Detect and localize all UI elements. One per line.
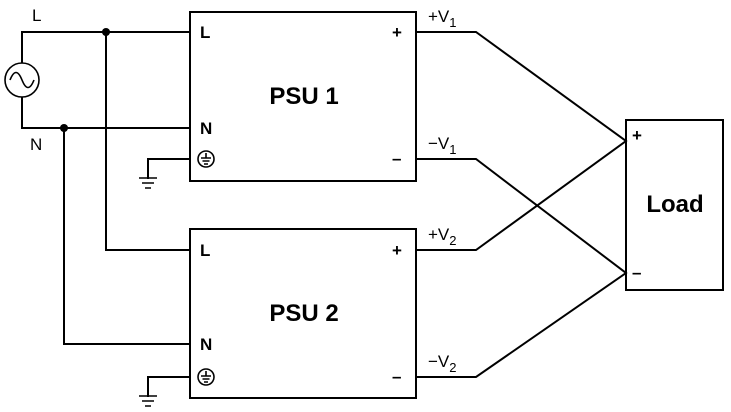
psu2-pin-n: N [200, 335, 212, 354]
line-junction-dot [102, 28, 110, 36]
psu1-pin-n: N [200, 119, 212, 138]
ac-source-circle [4, 62, 40, 98]
psu2-earth [139, 376, 191, 407]
psu2-pin-plus: + [392, 241, 402, 260]
neutral-label: N [30, 135, 42, 154]
psu1-pin-plus: + [392, 23, 402, 42]
psu2-ground-icon [139, 395, 157, 407]
psu2-plus-output-wire [415, 139, 628, 251]
load-title: Load [646, 191, 703, 218]
psu2-title: PSU 2 [269, 300, 338, 327]
psu1-protective-earth-icon [197, 150, 215, 168]
psu2-box [189, 228, 417, 399]
psu1-pin-minus: – [392, 149, 401, 168]
psu2-pin-l: L [200, 241, 210, 260]
psu1-plus-voltage-label: +V1 [428, 7, 457, 30]
psu2-minus-voltage-label: −V2 [428, 352, 457, 375]
psu2-minus-output-wire [415, 271, 628, 378]
psu1-earth-wire [147, 158, 191, 179]
psu2-earth-wire [147, 376, 191, 397]
psu1-pin-l: L [200, 23, 210, 42]
load-block: + – Load [625, 119, 724, 291]
load-pin-minus: – [632, 263, 641, 282]
load-pin-plus: + [632, 126, 642, 145]
psu1-minus-voltage-label: −V1 [428, 134, 457, 157]
psu1-plus-output-wire [415, 31, 628, 143]
ac-source [4, 31, 191, 129]
psu2-plus-voltage-label: +V2 [428, 225, 457, 248]
psu1-minus-output-wire [415, 158, 628, 275]
psu1-ground-icon [139, 177, 157, 189]
sine-wave-icon [9, 71, 35, 89]
psu1-earth [139, 158, 191, 189]
line-branch-wire [105, 31, 191, 251]
line-label: L [32, 6, 41, 25]
psu1-box [189, 11, 417, 182]
ac-source-bottom-lead [21, 97, 191, 129]
psu2-protective-earth-icon [197, 368, 215, 386]
psu1-title: PSU 1 [269, 83, 338, 110]
ac-source-top-lead [21, 31, 191, 63]
load-box [625, 119, 724, 291]
psu1-block: L N + – PSU 1 [189, 11, 417, 182]
psu2-block: L N + – PSU 2 [189, 228, 417, 399]
psu2-pin-minus: – [392, 367, 401, 386]
neutral-junction-dot [60, 124, 68, 132]
neutral-branch-wire [63, 127, 191, 345]
